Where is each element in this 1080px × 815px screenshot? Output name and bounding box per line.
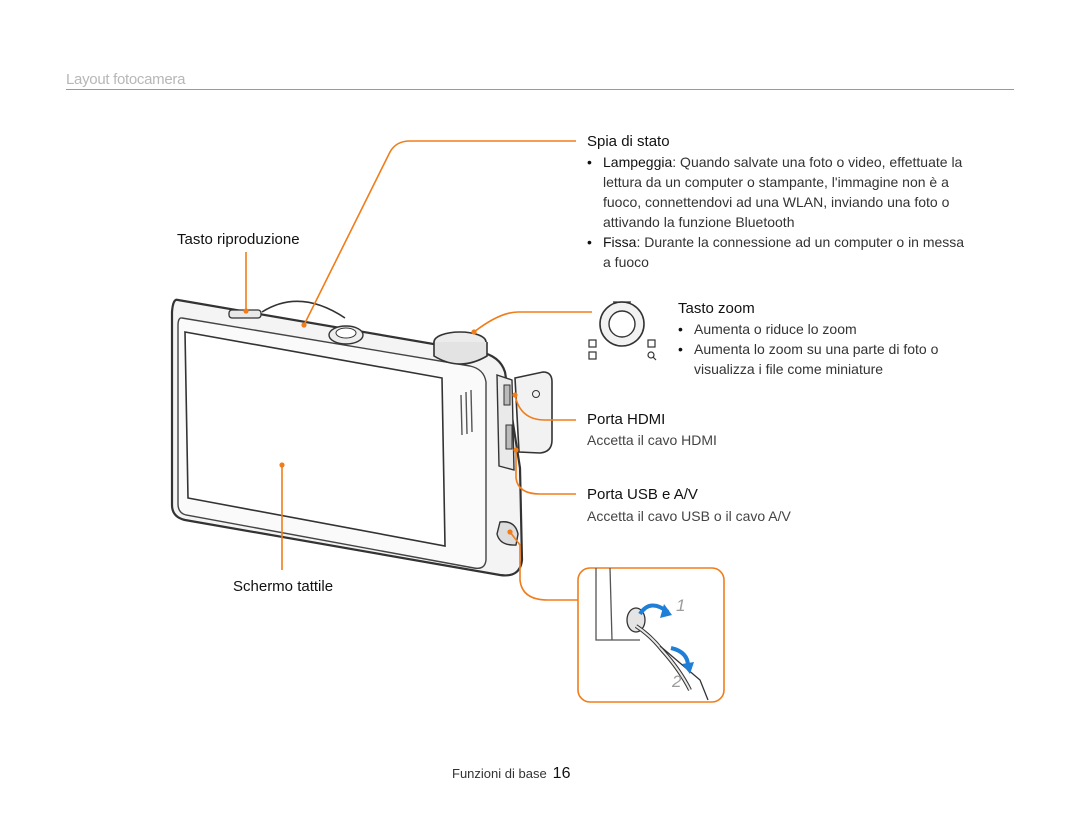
touch-screen-label: Schermo tattile (233, 578, 334, 595)
strap-step-2: 2 (672, 672, 682, 691)
status-lamp-term: Fissa (603, 234, 637, 250)
bullet-icon: • (678, 341, 683, 357)
status-lamp-item-steady: • Fissa: Durante la connessione ad un co… (587, 232, 967, 272)
thumbnail-icon (588, 339, 597, 348)
footer-section: Funzioni di base (452, 766, 547, 781)
status-lamp-desc: : Durante la connessione ad un computer … (603, 234, 965, 270)
callout-lines (245, 140, 592, 601)
magnify-icon (647, 351, 655, 359)
grid-icon (588, 351, 597, 360)
strap-step-1: 1 (676, 596, 686, 615)
zoom-button-block: Tasto zoom • Aumenta o riduce lo zoom • … (678, 300, 953, 379)
hdmi-port-desc: Accetta il cavo HDMI (587, 432, 717, 448)
play-button-label: Tasto riproduzione (177, 231, 300, 248)
touch-screen (184, 331, 446, 547)
status-lamp-item-blink: • Lampeggia: Quando salvate una foto o v… (587, 152, 967, 232)
usb-av-port-desc: Accetta il cavo USB o il cavo A/V (587, 508, 791, 524)
camera-body (170, 298, 553, 577)
hdmi-port-title: Porta HDMI (587, 411, 666, 428)
page-number: 16 (552, 765, 571, 782)
section-title: Layout fotocamera (66, 71, 186, 88)
zoom-dial-diagram (588, 301, 657, 361)
tele-icon (647, 339, 656, 348)
zoom-item: • Aumenta lo zoom su una parte di foto o… (678, 339, 953, 379)
zoom-item-text: Aumenta o riduce lo zoom (694, 321, 857, 337)
usb-av-port-title: Porta USB e A/V (587, 486, 698, 503)
title-divider (66, 89, 1014, 90)
bullet-icon: • (587, 154, 592, 170)
status-lamp-desc: : Quando salvate una foto o video, effet… (603, 154, 963, 230)
zoom-item-text: Aumenta lo zoom su una parte di foto o v… (694, 341, 939, 377)
zoom-item: • Aumenta o riduce lo zoom (678, 319, 953, 339)
status-lamp-block: Spia di stato • Lampeggia: Quando salvat… (587, 133, 967, 272)
bullet-icon: • (678, 321, 683, 337)
zoom-button-title: Tasto zoom (678, 300, 755, 317)
status-lamp-term: Lampeggia (603, 154, 673, 170)
callout-dots (243, 308, 519, 535)
bullet-icon: • (587, 234, 592, 250)
page-footer: Funzioni di base 16 (452, 765, 570, 783)
strap-inset (577, 567, 725, 703)
status-lamp-title: Spia di stato (587, 133, 670, 150)
